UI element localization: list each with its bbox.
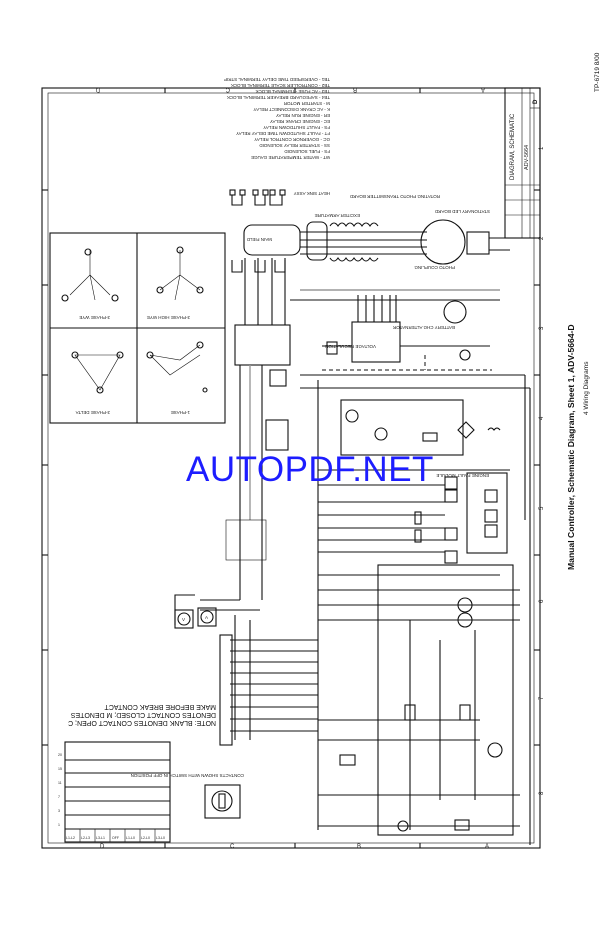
- legend-item: SS - STARTER RELAY SOLENOID: [259, 143, 330, 148]
- wye-diagram: [159, 250, 201, 301]
- contact-note: NOTE: BLANK DENOTES CONTACT OPEN; C DENO…: [68, 703, 216, 726]
- zone-number: 8: [539, 791, 545, 795]
- revision-letter: D: [533, 99, 539, 104]
- exciter-coil: [329, 222, 379, 262]
- page-title: Manual Controller, Schematic Diagram, Sh…: [566, 324, 576, 570]
- zone-number: 6: [539, 599, 545, 603]
- zone-number: 7: [539, 696, 545, 700]
- stationary-led-board: [466, 231, 490, 255]
- battery-alternator: [443, 300, 467, 324]
- ammeter-label: A: [205, 615, 208, 620]
- legend-item: TB2 - CONTROLLER SCALE TERMINAL BLOCK: [231, 83, 330, 88]
- rotating-board: [420, 219, 466, 265]
- legend-item: FS - FUEL SOLENOID: [284, 149, 330, 154]
- legend-item: FS - FAULT SHUTDOWN RELAY: [263, 125, 330, 130]
- zone-letter: C: [225, 86, 230, 92]
- legend-item: EC - ENGINE CRANK RELAY: [270, 119, 330, 124]
- legend-item: K - AC CRANK DISCONNECT RELAY: [253, 107, 330, 112]
- zone-letters: D C B A D C B A: [95, 86, 489, 850]
- heat-sink-label: HEAT SINK ASSY: [294, 191, 330, 196]
- row-label: 15: [58, 767, 62, 771]
- photo-coupling-label: PHOTO COUPLING: [414, 265, 455, 270]
- fault-module-label: ENGINE FAULT MODULE: [436, 473, 489, 478]
- switch-contact-table: L1-L2 L2-L3 L3-L1 OFF L1-L0 L2-L0 L3-L0 …: [58, 741, 171, 843]
- zone-letter: C: [230, 844, 235, 850]
- wye-diagram-2: [69, 250, 111, 301]
- connection-label: 1-PHASE: [171, 410, 190, 415]
- stationary-board-label: STATIONARY LED BOARD: [434, 209, 490, 214]
- legend-item: FT - FAULT SHUTDOWN TIME DELAY RELAY: [236, 131, 330, 136]
- position-label: L2-L3: [81, 836, 90, 840]
- connection-diagrams: 3-PHASE WYE 3-PHASE HIGH WYE 3-PHASE DEL…: [49, 232, 226, 424]
- drawing-title: DIAGRAM, SCHEMATIC: [510, 113, 516, 180]
- position-label: L3-L0: [156, 836, 165, 840]
- legend-item: WT - WATER TEMPERATURE GAUGE: [251, 155, 330, 160]
- wiring: VOLTAGE REGULATION BATTERY CHG ALTERNATO…: [58, 258, 531, 845]
- legend-item: ER - ENGINE RUN RELAY: [276, 113, 330, 118]
- zone-letter: A: [485, 844, 489, 850]
- drawing-number: ADV-5664: [524, 145, 530, 170]
- drawing-border: [41, 87, 541, 849]
- lamp-assembly: [265, 419, 289, 451]
- single-phase-diagram: [149, 344, 201, 376]
- switch-note: CONTACTS SHOWN WITH SWITCH IN OFF POSITI…: [131, 773, 244, 778]
- legend-item: GC - GOVERNOR CONTROL RELAY: [254, 137, 330, 142]
- position-label: OFF: [112, 836, 119, 840]
- position-label: L3-L1: [96, 836, 105, 840]
- zone-number: 4: [539, 416, 545, 420]
- section-label: 4 Wiring Diagrams: [583, 361, 590, 415]
- zone-number: 1: [539, 146, 545, 150]
- row-label: 3: [58, 809, 60, 813]
- meters: V A: [174, 607, 217, 629]
- legend: WT - WATER TEMPERATURE GAUGE FS - FUEL S…: [224, 77, 330, 160]
- zone-number: 5: [539, 506, 545, 510]
- legend-item: TB1 - OVERSPEED TIME DELAY TERMINAL STRI…: [224, 77, 330, 82]
- zone-numbers: 1 2 3 4 5 6 7 8: [539, 146, 545, 795]
- position-label: L1-L0: [126, 836, 135, 840]
- main-field-label: MAIN FIELD: [246, 237, 272, 242]
- document-number: TP-6719 8/00: [594, 52, 601, 92]
- zone-letter: B: [353, 86, 357, 92]
- zone-letter: D: [100, 844, 105, 850]
- position-label: L2-L0: [141, 836, 150, 840]
- voltmeter-label: V: [182, 617, 185, 622]
- zone-number: 3: [539, 326, 545, 330]
- alternator-label: BATTERY CHG ALTERNATOR: [392, 325, 455, 330]
- position-label: L1-L2: [66, 836, 75, 840]
- legend-item: TB3 - AC FUSE - TERMINAL BLOCK: [255, 89, 330, 94]
- zone-number: 2: [539, 236, 545, 240]
- voltage-regulator: [351, 321, 401, 363]
- exciter-armature-label: EXCITER ARMATURE: [315, 213, 360, 218]
- rotating-board-label: ROTATING PHOTO TRANSMITTER BOARD: [349, 194, 440, 199]
- voltmeter-icon: [177, 612, 191, 626]
- inner-border: [47, 92, 535, 844]
- connection-label: 3-PHASE DELTA: [76, 410, 110, 415]
- row-label: 1: [58, 823, 60, 827]
- row-label: 7: [58, 795, 60, 799]
- connection-label: 3-PHASE HIGH WYE: [147, 315, 190, 320]
- legend-item: TB4 - SAFEGUARD BREAKER TERMINAL BLOCK: [227, 95, 330, 100]
- zone-letter: A: [481, 86, 485, 92]
- ammeter-icon: [200, 610, 214, 624]
- zone-letter: B: [357, 844, 361, 850]
- zone-ticks: [42, 88, 540, 848]
- terminal-block-tb1: [234, 324, 291, 366]
- delta-diagram: [74, 354, 121, 391]
- heat-sink-assy: [306, 221, 328, 261]
- row-label: 20: [58, 753, 62, 757]
- zone-letter: D: [95, 86, 100, 92]
- row-label: 11: [58, 781, 62, 785]
- watermark: AUTOPDF.NET: [186, 450, 434, 489]
- selector-switch: CONTACTS SHOWN WITH SWITCH IN OFF POSITI…: [131, 773, 244, 819]
- legend-item: M - STARTER MOTOR: [283, 101, 330, 106]
- title-block: DIAGRAM, SCHEMATIC ADV-5664 D: [504, 87, 541, 239]
- connection-label: 3-PHASE WYE: [79, 315, 110, 320]
- generator-section: MAIN FIELD HEAT SINK ASSY EXCITER ARMATU…: [229, 189, 510, 273]
